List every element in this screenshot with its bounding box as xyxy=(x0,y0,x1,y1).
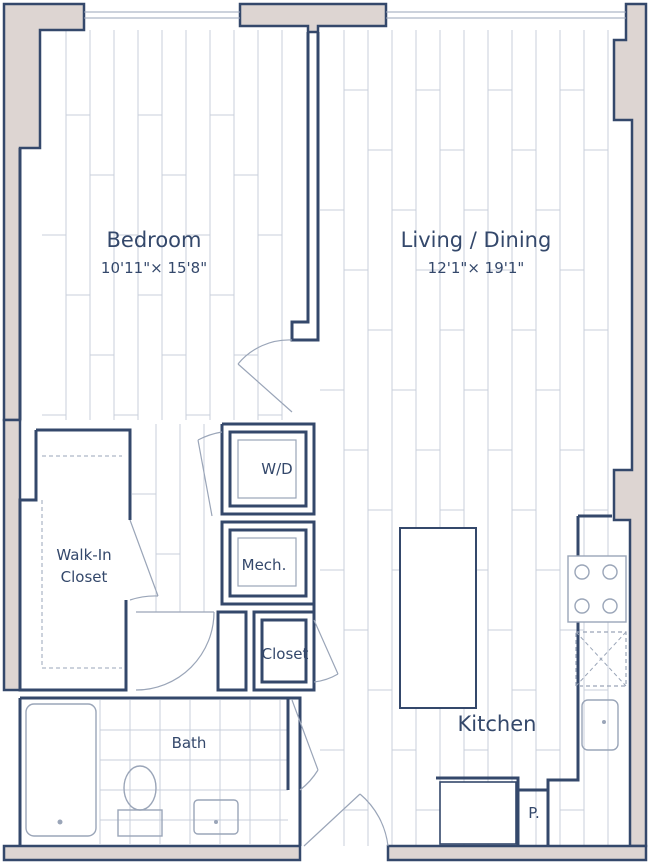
wd-label: W/D xyxy=(261,460,292,478)
mech-label: Mech. xyxy=(242,556,287,574)
pantry-walls xyxy=(436,776,548,846)
bathtub xyxy=(25,703,97,837)
closet-door xyxy=(313,619,339,683)
walkin-label-line1: Walk-In xyxy=(56,546,111,564)
top-middle-wall xyxy=(238,2,388,34)
burner-icon xyxy=(574,564,590,580)
bottom-wall xyxy=(2,844,302,862)
closet-label: Closet xyxy=(262,645,309,663)
walkin-door xyxy=(129,519,159,601)
dishwasher xyxy=(575,631,627,687)
cooktop xyxy=(567,555,627,623)
wd-door xyxy=(197,431,223,517)
bath-door xyxy=(135,611,215,691)
entry-door xyxy=(303,793,389,847)
wd-closet-walls xyxy=(220,422,316,516)
vanity-sink xyxy=(193,799,239,835)
refrigerator xyxy=(439,781,517,845)
burner-icon xyxy=(602,598,618,614)
kitchen-sink xyxy=(581,699,619,751)
right-outer-wall xyxy=(612,2,648,848)
bedroom-label: Bedroom xyxy=(107,228,202,252)
bedroom-living-partition xyxy=(290,32,320,342)
washer-dryer xyxy=(237,439,297,499)
mech-unit xyxy=(237,537,297,587)
door-swings xyxy=(129,339,389,847)
bath-east-wall xyxy=(216,604,316,692)
living-window xyxy=(386,11,626,19)
bedroom-dimensions: 10'11"× 15'8" xyxy=(101,259,207,277)
hall-closet-walls xyxy=(252,610,316,692)
burner-icon xyxy=(574,598,590,614)
toilet-tank xyxy=(117,809,163,837)
walkin-label-line2: Closet xyxy=(61,568,108,586)
pantry-label: P. xyxy=(528,804,539,822)
bedroom-window xyxy=(84,11,240,19)
bath-label: Bath xyxy=(172,734,207,752)
floor-planks xyxy=(42,30,609,846)
left-lower-wall xyxy=(2,418,22,692)
living-dimensions: 12'1"× 19'1" xyxy=(428,259,525,277)
bath-walls xyxy=(18,696,302,846)
kitchen-counter xyxy=(546,514,612,846)
closet-shelf xyxy=(41,455,122,669)
bath-closet-door xyxy=(291,699,319,791)
bottom-wall-right xyxy=(386,844,648,862)
drain-icon xyxy=(602,720,606,724)
dishwasher-x-icon xyxy=(575,631,627,687)
fixtures xyxy=(25,439,627,845)
tub-drain-icon xyxy=(57,819,63,825)
burner-icon xyxy=(602,564,618,580)
kitchen-label: Kitchen xyxy=(458,712,537,736)
bedroom-door xyxy=(237,339,293,413)
wall-lines xyxy=(18,11,626,846)
drain-icon xyxy=(214,820,218,824)
living-label: Living / Dining xyxy=(401,228,552,252)
kitchen-island xyxy=(399,527,477,709)
walkin-closet-walls xyxy=(18,428,132,692)
toilet-bowl xyxy=(123,765,157,811)
room-labels: Bedroom 10'11"× 15'8" Living / Dining 12… xyxy=(56,228,551,822)
left-outer-wall xyxy=(2,2,86,422)
